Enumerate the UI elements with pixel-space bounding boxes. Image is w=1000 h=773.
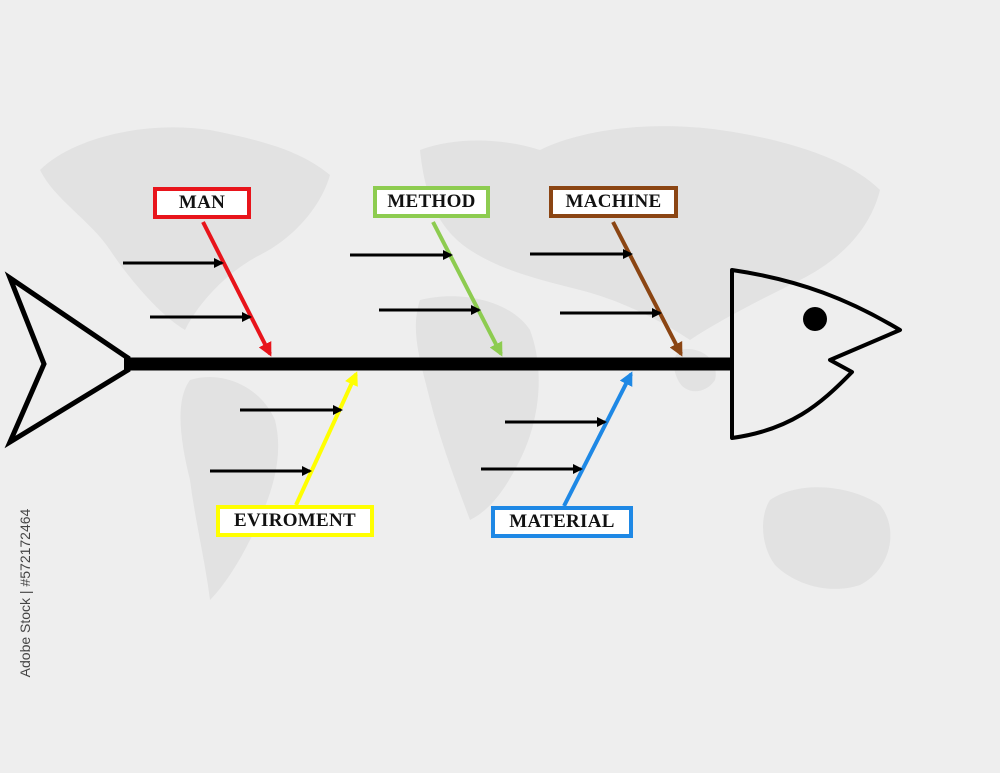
category-label-environment: EVIROMENT bbox=[216, 505, 374, 537]
category-label-machine: MACHINE bbox=[549, 186, 678, 218]
fish-tail bbox=[4, 271, 131, 449]
bone-material bbox=[562, 371, 633, 507]
fish-head bbox=[730, 268, 902, 440]
bone-method bbox=[431, 221, 503, 357]
bone-machine bbox=[611, 221, 683, 357]
world-map-background bbox=[40, 126, 891, 600]
bone-man bbox=[201, 221, 272, 357]
fish-eye bbox=[803, 307, 827, 331]
stock-credit: Adobe Stock | #572172464 bbox=[17, 508, 33, 678]
category-label-man: MAN bbox=[153, 187, 251, 219]
category-label-method: METHOD bbox=[373, 186, 490, 218]
category-label-material: MATERIAL bbox=[491, 506, 633, 538]
bone-environment bbox=[294, 371, 358, 506]
